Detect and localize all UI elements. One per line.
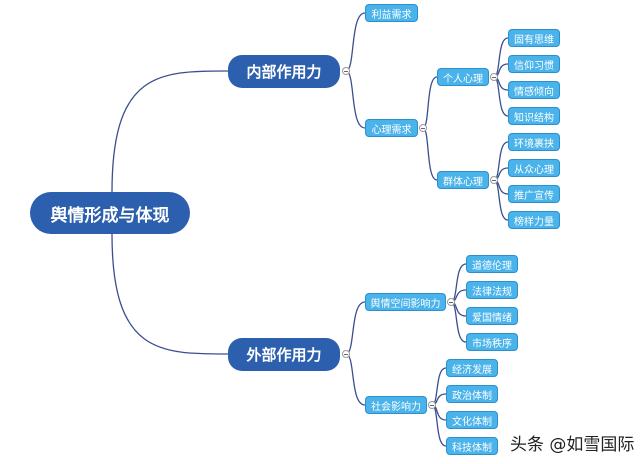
node-outer-force[interactable]: 外部作用力	[228, 338, 340, 371]
connector	[431, 404, 447, 447]
connector	[111, 70, 229, 193]
connector	[450, 301, 467, 343]
collapse-toggle[interactable]	[342, 350, 350, 358]
leaf-node[interactable]: 道德伦理	[466, 255, 518, 273]
leaf-node[interactable]: 法律法规	[466, 281, 518, 299]
leaf-node[interactable]: 知识结构	[508, 107, 560, 125]
connector	[493, 76, 509, 117]
connector	[493, 179, 509, 221]
connector	[345, 353, 366, 406]
node-psych-need[interactable]: 心理需求	[365, 119, 418, 137]
connector	[493, 141, 509, 181]
connector	[493, 37, 509, 78]
connector	[422, 76, 438, 129]
leaf-node[interactable]: 推广宣传	[508, 185, 560, 203]
leaf-node[interactable]: 政治体制	[446, 385, 498, 403]
connector	[345, 301, 366, 355]
collapse-toggle[interactable]	[490, 73, 498, 81]
connector	[345, 70, 366, 129]
connector	[422, 127, 438, 181]
leaf-node[interactable]: 情感倾向	[508, 81, 560, 99]
connector	[431, 367, 447, 406]
leaf-node[interactable]: 爱国情绪	[466, 307, 518, 325]
leaf-node[interactable]: 科技体制	[446, 437, 498, 455]
leaf-node[interactable]: 固有思维	[508, 29, 560, 47]
leaf-node[interactable]: 环境裹挟	[508, 133, 560, 151]
node-inner-force[interactable]: 内部作用力	[228, 55, 340, 88]
collapse-toggle[interactable]	[428, 401, 436, 409]
leaf-node[interactable]: 文化体制	[446, 411, 498, 429]
leaf-node[interactable]: 信仰习惯	[508, 55, 560, 73]
leaf-node[interactable]: 榜样力量	[508, 211, 560, 229]
connector	[450, 263, 467, 303]
collapse-toggle[interactable]	[419, 124, 427, 132]
node-interest-need[interactable]: 利益需求	[365, 4, 418, 22]
leaf-node[interactable]: 经济发展	[446, 359, 498, 377]
node-space-influence[interactable]: 舆情空间影响力	[365, 293, 446, 311]
collapse-toggle[interactable]	[490, 176, 498, 184]
root-node[interactable]: 舆情形成与体现	[30, 192, 190, 234]
connector	[345, 12, 366, 72]
leaf-node[interactable]: 市场秩序	[466, 333, 518, 351]
node-social-influence[interactable]: 社会影响力	[365, 396, 427, 414]
node-personal-psych[interactable]: 个人心理	[437, 68, 489, 86]
leaf-node[interactable]: 从众心理	[508, 159, 560, 177]
collapse-toggle[interactable]	[447, 298, 455, 306]
connector	[111, 233, 229, 355]
watermark: 头条 @如雪国际	[510, 435, 635, 455]
node-group-psych[interactable]: 群体心理	[437, 171, 489, 189]
collapse-toggle[interactable]	[342, 67, 350, 75]
